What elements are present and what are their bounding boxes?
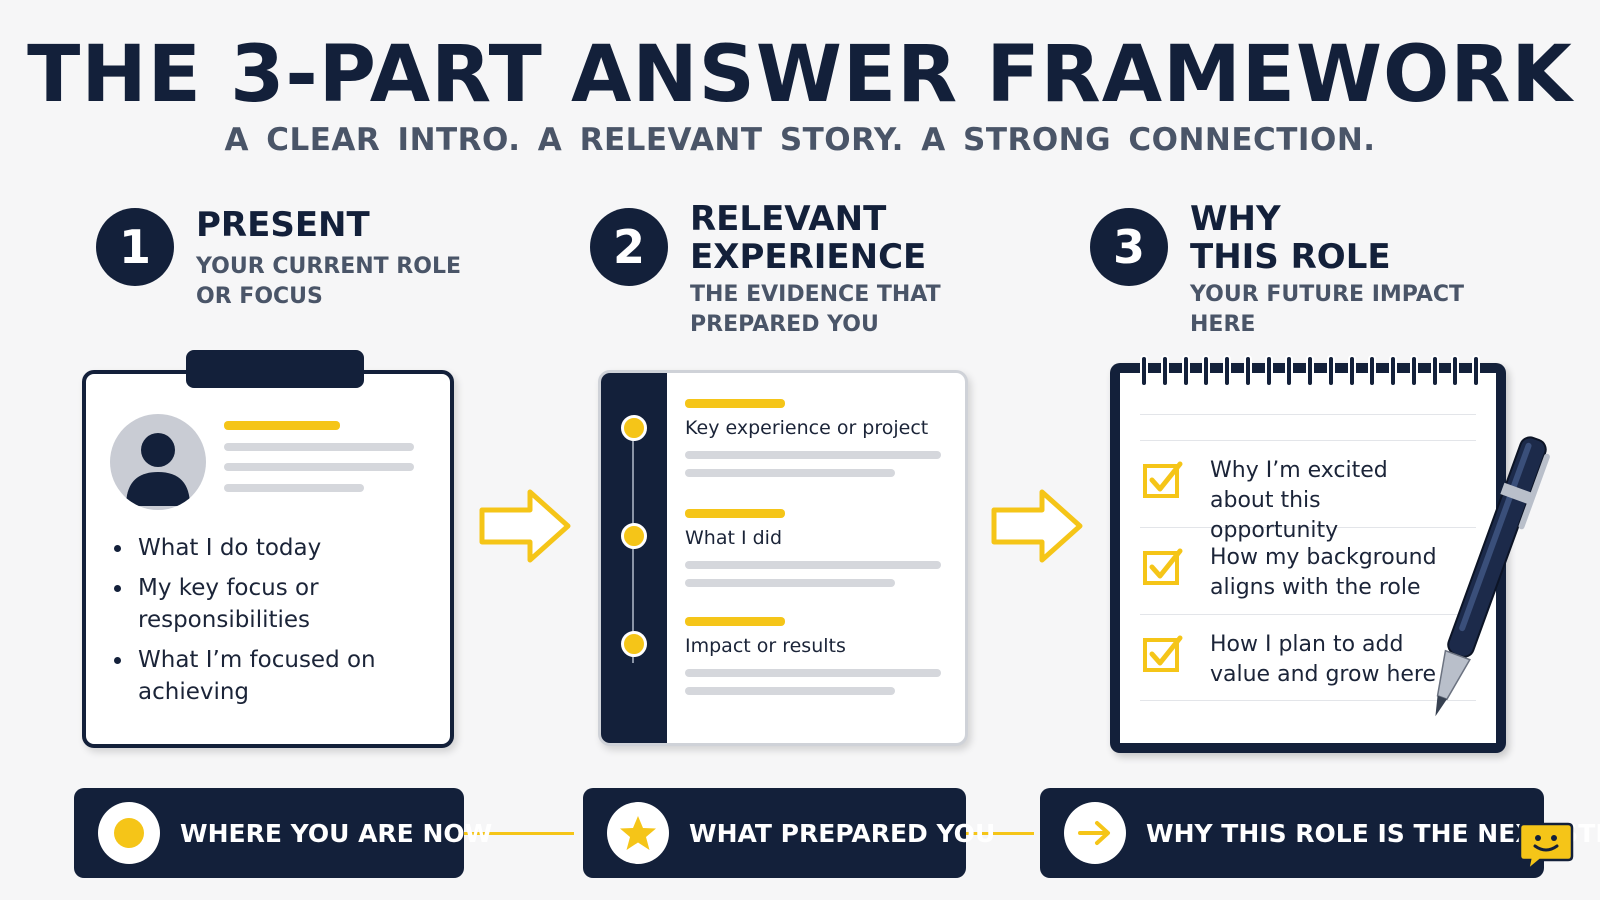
yellow-dot-icon	[98, 802, 160, 864]
spiral-ring	[1368, 355, 1377, 387]
bullet-item: What I do today	[108, 532, 438, 564]
footer-connector	[464, 832, 574, 835]
arrow-right-icon	[991, 489, 1083, 563]
step-1-number: 1	[96, 208, 174, 286]
step-1-subtitle-line: OR FOCUS	[196, 284, 323, 309]
step-1-title: PRESENT	[196, 206, 370, 244]
step-2-subtitle-line: PREPARED YOU	[690, 312, 879, 337]
checkbox-checked-icon	[1143, 548, 1183, 585]
bullet-item: My key focus or responsibilities	[108, 572, 438, 636]
footer-step-label: WHERE YOU ARE NOW	[180, 818, 493, 848]
notebook-rule	[1140, 614, 1476, 615]
notebook-rule	[1140, 440, 1476, 441]
timeline-dot	[621, 523, 647, 549]
placeholder-bar	[685, 669, 941, 677]
spiral-ring	[1202, 355, 1211, 387]
placeholder-bar	[685, 561, 941, 569]
step-3-title: WHY THIS ROLE	[1190, 200, 1391, 276]
checklist-item-label: How my background aligns with the role	[1210, 545, 1437, 600]
footer-connector	[954, 832, 1034, 835]
spiral-ring	[1472, 355, 1480, 387]
placeholder-bar	[224, 421, 340, 430]
step-2-title-line: RELEVANT	[690, 199, 887, 239]
checkbox-checked-icon	[1143, 635, 1183, 672]
step-3-subtitle: YOUR FUTURE IMPACT HERE	[1190, 280, 1464, 340]
step-3-number: 3	[1090, 208, 1168, 286]
placeholder-bar	[685, 469, 895, 477]
step-3-subtitle-line: YOUR FUTURE IMPACT	[1190, 282, 1465, 307]
footer-step-where-you-are: WHERE YOU ARE NOW	[74, 788, 492, 878]
footer-step-label: WHAT PREPARED YOU	[689, 818, 996, 848]
notebook-rule	[1140, 700, 1476, 701]
spiral-ring	[1264, 355, 1273, 387]
step-2-subtitle-line: THE EVIDENCE THAT	[690, 282, 941, 307]
spiral-ring	[1140, 355, 1148, 387]
spiral-ring	[1306, 355, 1314, 387]
checkbox-checked-icon	[1143, 461, 1183, 498]
placeholder-bar	[224, 443, 414, 451]
checklist-item-label: Why I’m excited about this opportunity	[1210, 458, 1388, 543]
experience-item-label: What I did	[685, 527, 783, 549]
arrow-right-icon	[479, 489, 571, 563]
arrow-right-icon	[1064, 802, 1126, 864]
pen-icon	[1435, 436, 1550, 717]
timeline-dot	[621, 415, 647, 441]
notebook-page	[1120, 373, 1496, 743]
spiral-ring	[1451, 355, 1460, 387]
step-1-subtitle: YOUR CURRENT ROLE OR FOCUS	[196, 252, 461, 312]
placeholder-bar	[685, 617, 785, 626]
notebook-rule	[1140, 414, 1476, 415]
present-bullet-list: What I do today My key focus or responsi…	[108, 532, 438, 716]
step-3-title-line: WHY	[1190, 199, 1281, 239]
timeline-dot	[621, 631, 647, 657]
step-1-subtitle-line: YOUR CURRENT ROLE	[196, 254, 461, 279]
step-2-number: 2	[590, 208, 668, 286]
footer-step-why-role: WHY THIS ROLE IS THE NEXT STEP	[1040, 788, 1600, 878]
checklist-item-label: How I plan to add value and grow here	[1210, 632, 1437, 687]
step-2-title: RELEVANT EXPERIENCE	[690, 200, 926, 276]
spiral-binding	[1140, 355, 1480, 387]
page-title: THE 3-PART ANSWER FRAMEWORK	[27, 30, 1573, 120]
spiral-ring	[1243, 355, 1252, 387]
spiral-ring	[1181, 355, 1190, 387]
placeholder-bar	[224, 463, 414, 471]
footer-step-what-prepared: WHAT PREPARED YOU	[583, 788, 995, 878]
notebook-rule	[1140, 527, 1476, 528]
placeholder-bar	[224, 484, 364, 492]
step-1-title-line: PRESENT	[196, 205, 370, 245]
step-2-title-line: EXPERIENCE	[690, 237, 927, 277]
star-icon	[607, 802, 669, 864]
step-3-subtitle-line: HERE	[1190, 312, 1256, 337]
spiral-ring	[1430, 355, 1439, 387]
spiral-ring	[1285, 355, 1294, 387]
experience-card: Key experience or project What I did Imp…	[598, 370, 968, 746]
spiral-ring	[1160, 355, 1169, 387]
bullet-item: What I’m focused on achieving	[108, 644, 438, 708]
experience-item-label: Impact or results	[685, 635, 846, 657]
page-subtitle: A CLEAR INTRO. A RELEVANT STORY. A STRON…	[224, 122, 1376, 158]
spiral-ring	[1326, 355, 1335, 387]
chat-smiley-icon	[1518, 822, 1574, 872]
placeholder-bar	[685, 579, 895, 587]
spiral-ring	[1223, 355, 1231, 387]
avatar-icon	[110, 414, 206, 510]
spiral-ring	[1389, 355, 1397, 387]
experience-item-label: Key experience or project	[685, 417, 929, 439]
spiral-ring	[1409, 355, 1418, 387]
spiral-ring	[1347, 355, 1356, 387]
placeholder-bar	[685, 509, 785, 518]
placeholder-bar	[685, 399, 785, 408]
step-3-title-line: THIS ROLE	[1190, 237, 1391, 277]
placeholder-bar	[685, 451, 941, 459]
placeholder-bar	[685, 687, 895, 695]
clipboard-clip	[186, 350, 364, 388]
step-2-subtitle: THE EVIDENCE THAT PREPARED YOU	[690, 280, 941, 340]
